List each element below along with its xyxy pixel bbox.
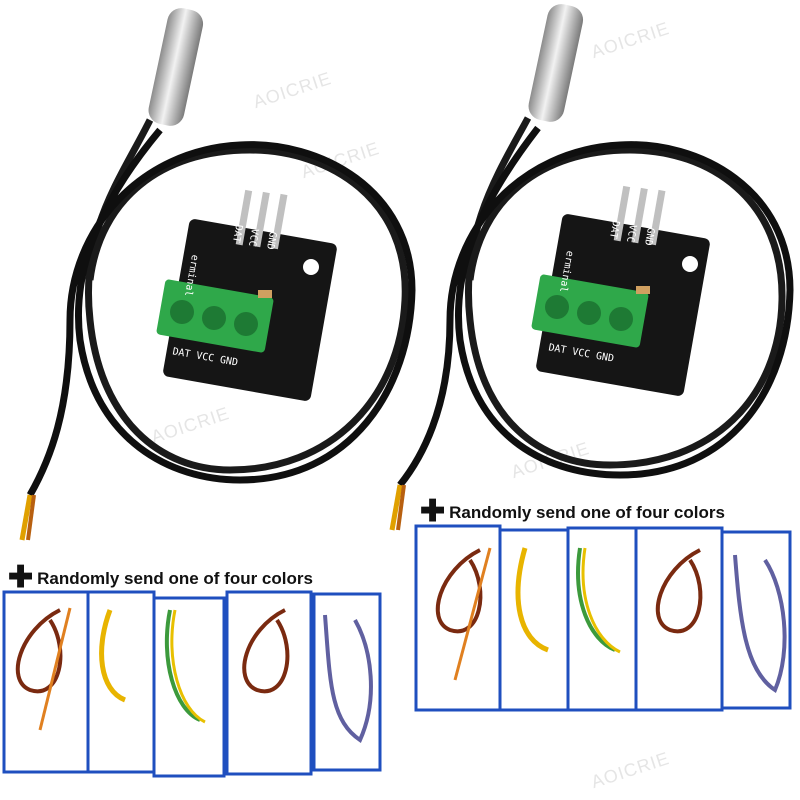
left-caption-text: Randomly send one of four colors	[37, 569, 313, 588]
right-module	[531, 185, 710, 396]
left-color-caption: ✚Randomly send one of four colors	[8, 560, 313, 595]
right-caption-text: Randomly send one of four colors	[449, 503, 725, 522]
right-probe	[389, 4, 794, 531]
right-wire-panels	[414, 524, 792, 712]
plus-icon: ✚	[8, 561, 34, 594]
left-wire-panels	[2, 590, 382, 778]
right-color-caption: ✚Randomly send one of four colors	[420, 494, 725, 529]
left-probe	[19, 8, 416, 541]
left-module	[156, 189, 337, 401]
plus-icon: ✚	[420, 495, 446, 528]
